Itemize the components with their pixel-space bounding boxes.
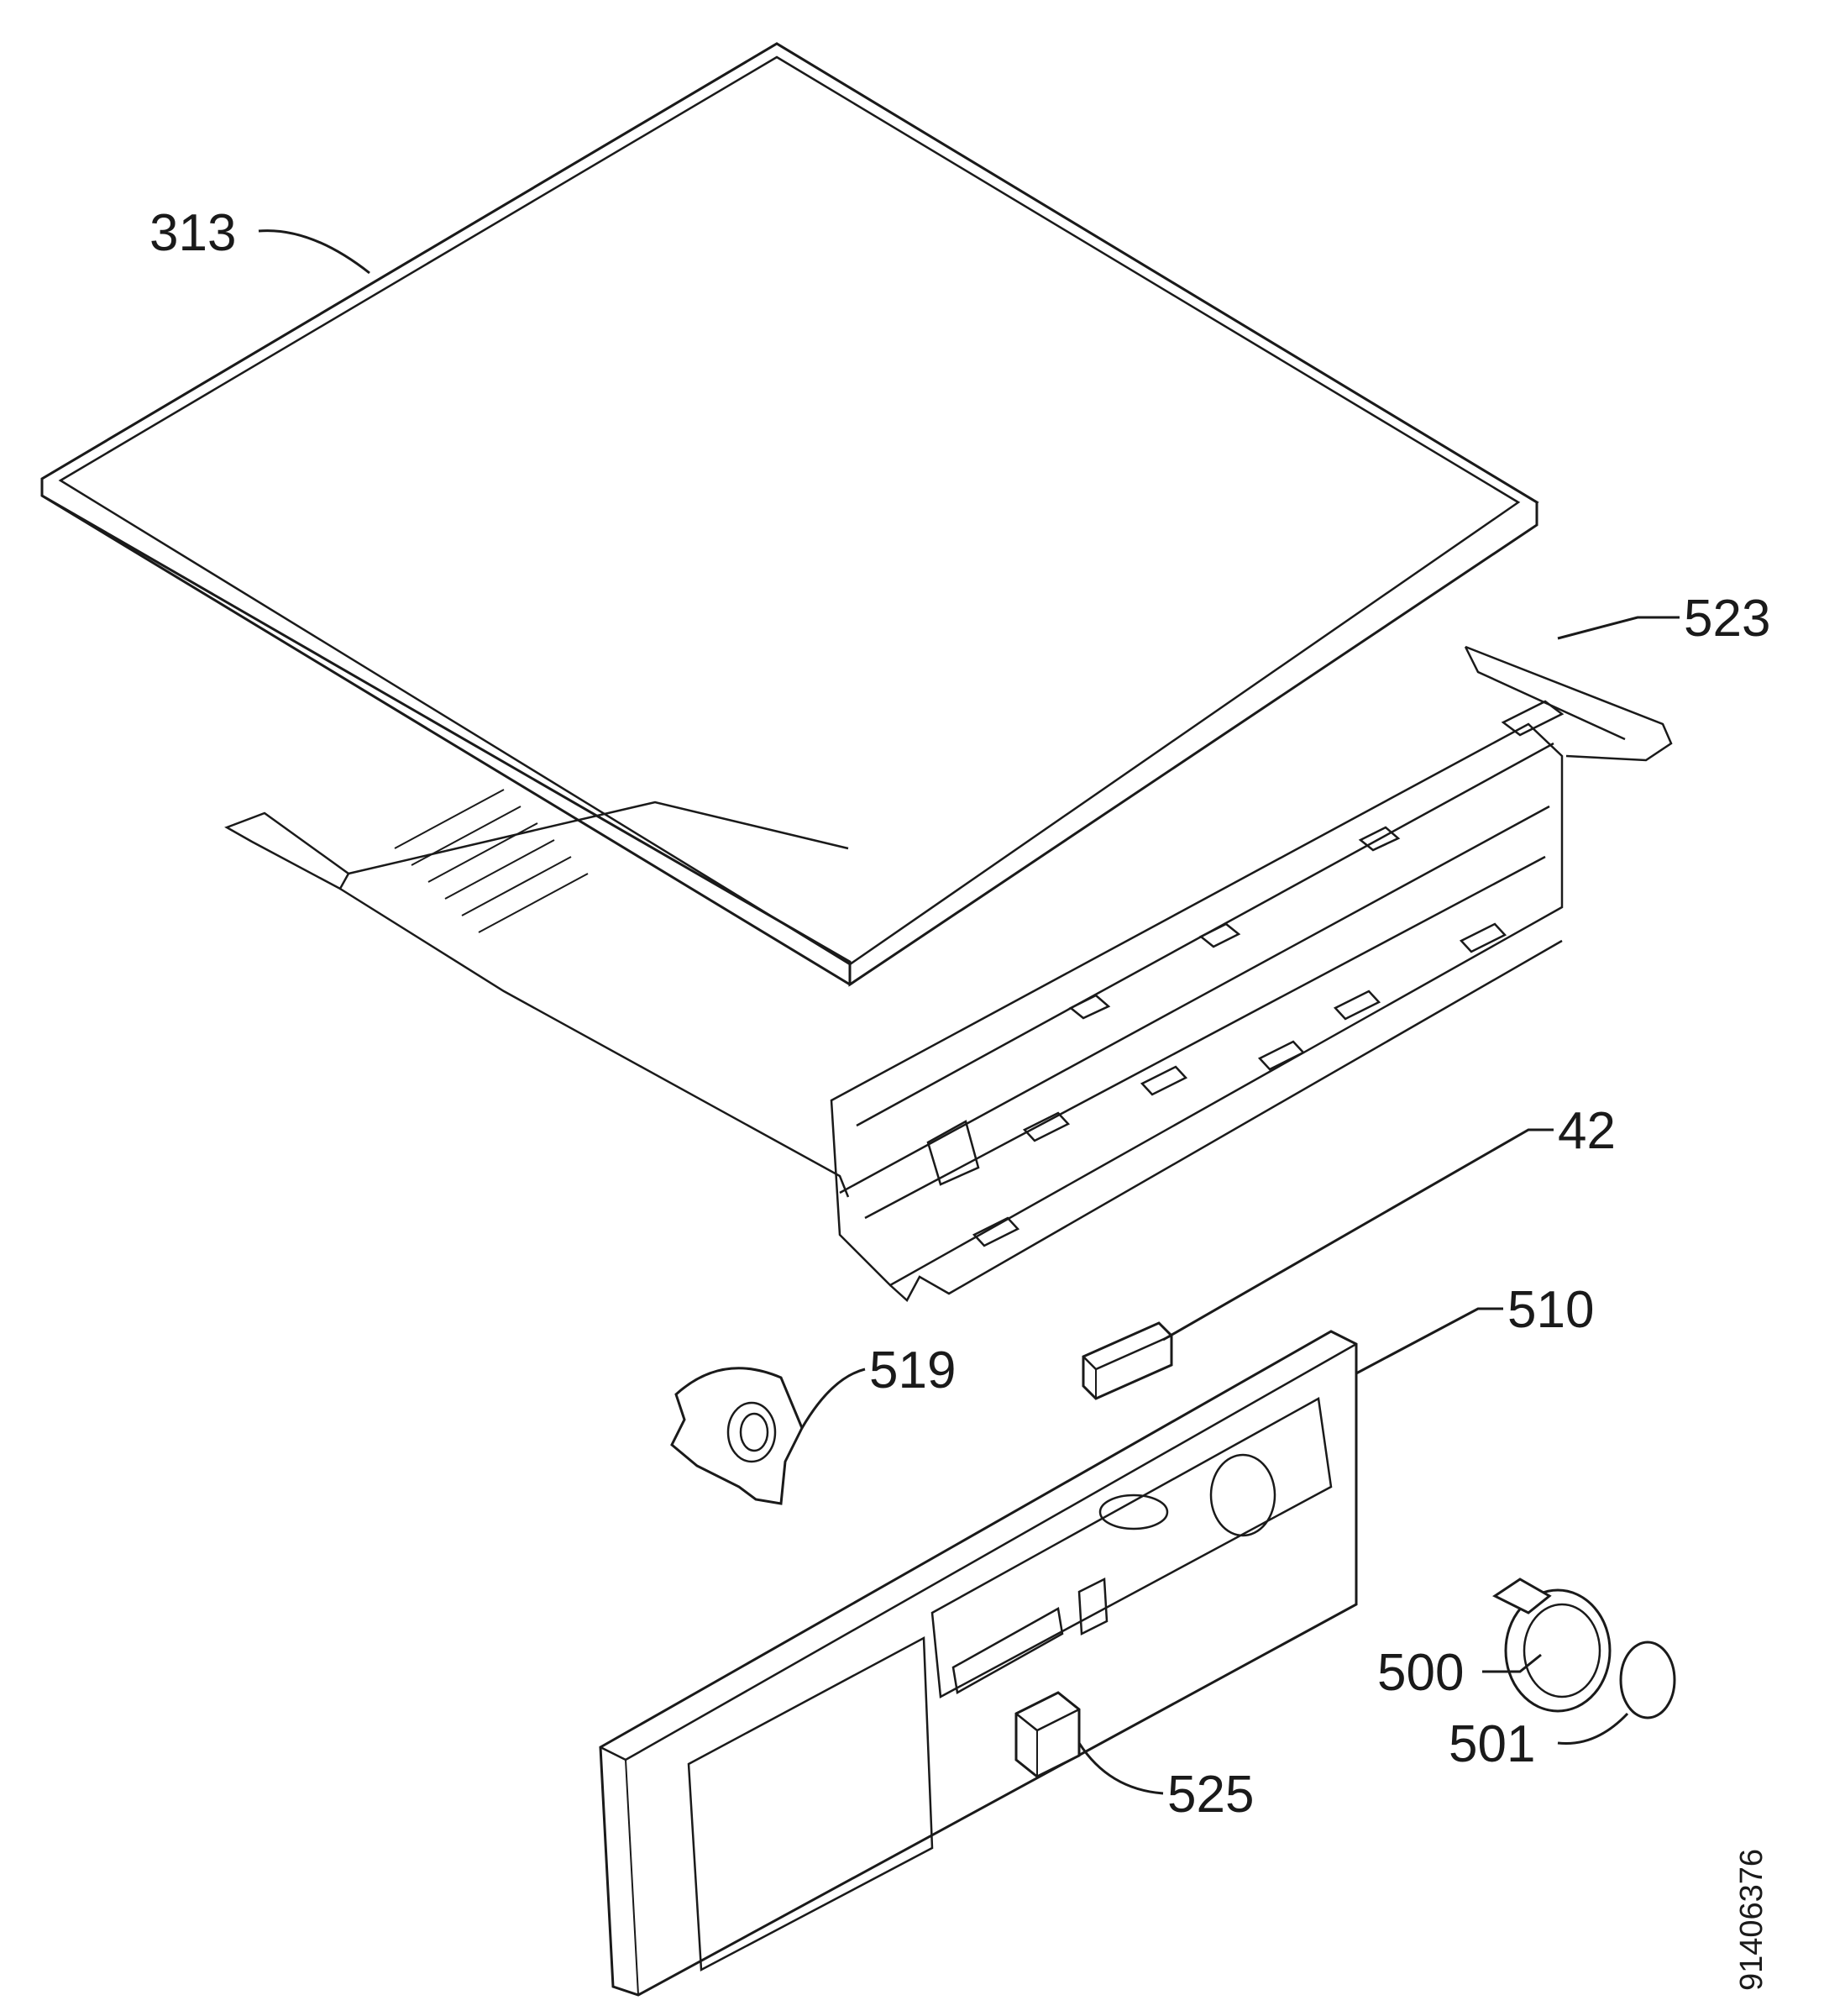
label-519: 519 xyxy=(869,1341,956,1399)
part-525-switch xyxy=(1014,1691,1081,1778)
part-519-bracket xyxy=(670,1367,804,1505)
label-42: 42 xyxy=(1558,1102,1616,1160)
label-510: 510 xyxy=(1507,1281,1594,1339)
part-510-control-panel xyxy=(599,1330,1358,1997)
leader-500 xyxy=(1482,1653,1542,1673)
leader-519 xyxy=(800,1368,866,1429)
leader-501 xyxy=(1557,1712,1629,1746)
part-500-knob xyxy=(1492,1578,1612,1713)
part-313-top-cover xyxy=(40,42,1539,987)
label-525: 525 xyxy=(1167,1766,1254,1824)
leader-313 xyxy=(258,229,370,275)
label-500: 500 xyxy=(1377,1644,1464,1702)
label-523: 523 xyxy=(1684,590,1770,648)
label-313: 313 xyxy=(149,204,236,262)
part-42-module xyxy=(1082,1321,1173,1400)
leader-lines xyxy=(258,229,1680,1795)
part-501-knob-cap xyxy=(1619,1641,1676,1719)
leader-42 xyxy=(1162,1128,1554,1341)
leader-523 xyxy=(1557,616,1680,640)
part-523-frame-bracket xyxy=(224,645,1673,1302)
drawing-code: 91406376 xyxy=(1734,1849,1769,1991)
leader-510 xyxy=(1355,1307,1503,1375)
leader-525 xyxy=(1077,1742,1164,1795)
label-501: 501 xyxy=(1449,1715,1535,1773)
